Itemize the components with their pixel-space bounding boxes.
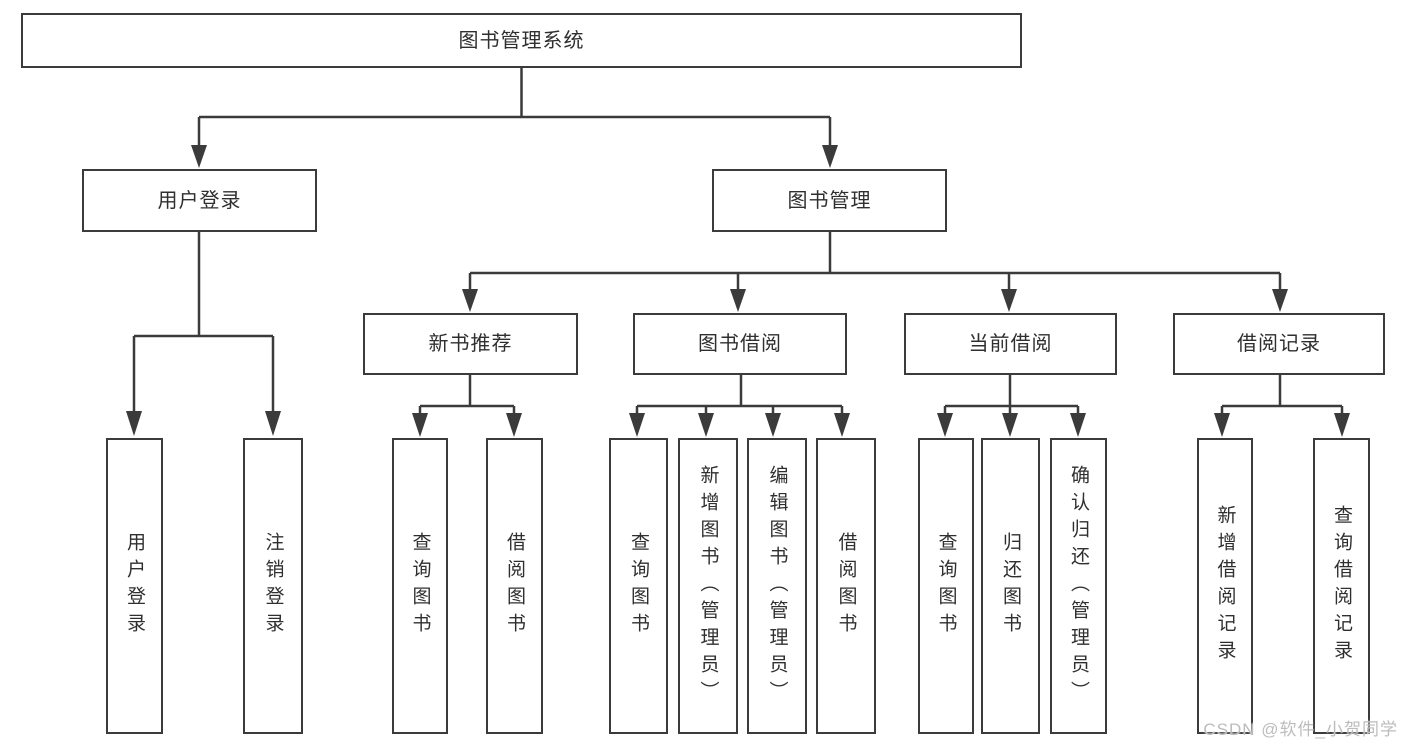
connector-new-book-rec-group [412, 375, 522, 437]
leaf-label: 查询借阅记录 [1331, 505, 1352, 667]
arrowhead [765, 413, 781, 437]
leaf-borrow-books-2: 借阅图书 [816, 438, 876, 734]
node-new-book-recommend: 新书推荐 [363, 313, 578, 375]
arrowhead [1272, 289, 1288, 312]
arrowhead [822, 145, 838, 168]
leaf-borrow-books-1: 借阅图书 [486, 438, 543, 734]
leaf-user-login: 用户登录 [106, 438, 163, 734]
node-user-login: 用户登录 [82, 169, 317, 232]
leaf-query-books-3: 查询图书 [918, 438, 974, 734]
leaf-return-books: 归还图书 [981, 438, 1040, 734]
leaf-label: 新增图书（管理员） [697, 464, 719, 708]
arrowhead [1214, 413, 1230, 437]
arrowhead [462, 289, 478, 312]
node-borrow-records-label: 借阅记录 [1237, 333, 1321, 355]
node-user-login-label: 用户登录 [157, 189, 242, 212]
leaf-label: 查询图书 [409, 532, 431, 640]
arrowhead [191, 145, 207, 168]
arrowhead [506, 413, 522, 437]
leaf-label: 确认归还（管理员） [1068, 464, 1089, 708]
node-book-borrowing: 图书借阅 [633, 313, 847, 375]
arrowhead [1001, 289, 1017, 312]
arrowhead [265, 411, 281, 436]
leaf-label: 编辑图书（管理员） [766, 464, 788, 708]
leaf-add-books-admin: 新增图书（管理员） [678, 438, 738, 734]
leaf-query-books-1: 查询图书 [392, 438, 448, 734]
leaf-query-borrow-record: 查询借阅记录 [1313, 438, 1370, 734]
leaf-edit-books-admin: 编辑图书（管理员） [747, 438, 807, 734]
node-root: 图书管理系统 [21, 13, 1022, 68]
connector-book-borrow-group [629, 375, 850, 437]
leaf-label: 归还图书 [1000, 532, 1021, 640]
arrowhead [1334, 413, 1350, 437]
arrowhead [698, 413, 714, 437]
node-book-mgmt-label: 图书管理 [787, 189, 872, 212]
arrowhead [412, 413, 428, 437]
node-current-borrowing: 当前借阅 [904, 313, 1117, 375]
leaf-label: 查询图书 [935, 532, 957, 640]
connector-root-to-level2 [191, 68, 838, 168]
leaf-confirm-return-admin: 确认归还（管理员） [1050, 438, 1107, 734]
arrowhead [834, 413, 850, 437]
node-new-book-recommend-label: 新书推荐 [428, 333, 513, 355]
arrowhead [937, 413, 953, 437]
arrowhead [1070, 413, 1086, 437]
leaf-logout: 注销登录 [243, 438, 303, 734]
node-current-borrowing-label: 当前借阅 [968, 333, 1053, 355]
leaf-query-books-2: 查询图书 [609, 438, 668, 734]
arrowhead [730, 289, 746, 312]
connector-user-login-group [126, 232, 281, 436]
leaf-label: 新增借阅记录 [1214, 505, 1236, 667]
arrowhead [1002, 413, 1018, 437]
leaf-label: 查询图书 [628, 532, 649, 640]
node-book-borrowing-label: 图书借阅 [698, 333, 782, 355]
leaf-label: 借阅图书 [504, 532, 525, 640]
leaf-label: 借阅图书 [835, 532, 857, 640]
connector-current-borrow-group [937, 375, 1086, 437]
connector-book-mgmt-to-level3 [462, 232, 1288, 312]
arrowhead [629, 413, 645, 437]
leaf-label: 用户登录 [124, 532, 145, 640]
arrowhead [126, 411, 142, 436]
node-borrow-records: 借阅记录 [1173, 313, 1385, 375]
watermark: CSDN @软件_小贺同学 [1203, 720, 1398, 739]
leaf-add-borrow-record: 新增借阅记录 [1197, 438, 1253, 734]
connector-borrow-records-group [1214, 375, 1350, 437]
leaf-label: 注销登录 [262, 532, 284, 640]
node-root-label: 图书管理系统 [458, 29, 585, 52]
node-book-mgmt: 图书管理 [712, 169, 947, 232]
